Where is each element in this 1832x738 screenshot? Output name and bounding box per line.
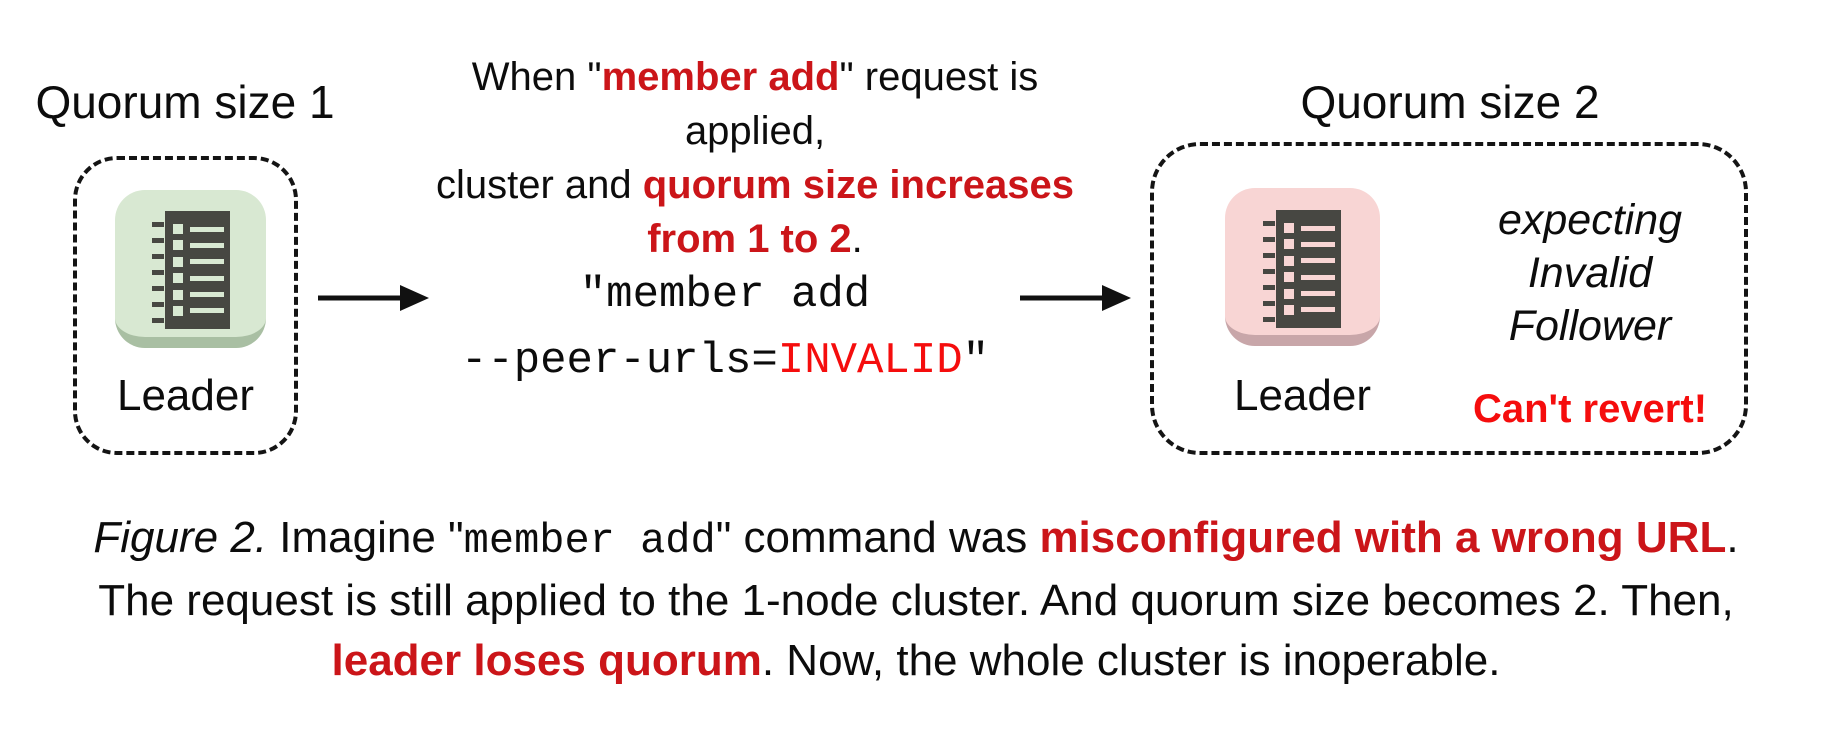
annotation-line-1: When "member add" request is applied, (471, 55, 1039, 153)
cant-revert-warning: Can't revert! (1472, 387, 1708, 431)
caption-line-2: The request is still applied to the 1-no… (98, 576, 1734, 625)
expecting-invalid-follower-note: expecting Invalid Follower (1497, 196, 1683, 350)
arrow-right-icon (318, 285, 429, 311)
right-cluster-box (1150, 142, 1748, 455)
arrow-right-icon (1020, 285, 1131, 311)
caption-line-3: leader loses quorum. Now, the whole clus… (331, 636, 1501, 685)
log-list-icon (1263, 210, 1341, 328)
command-line-2: --peer-urls=INVALID" (460, 336, 990, 386)
command-line-1: "member add (579, 270, 871, 320)
left-cluster-box (73, 156, 298, 455)
right-cluster-title: Quorum size 2 (1300, 76, 1600, 128)
left-cluster-title: Quorum size 1 (35, 76, 335, 128)
member-add-command: "member add --peer-urls=INVALID" (415, 262, 1035, 394)
left-leader-label: Leader (116, 371, 254, 420)
log-list-icon (152, 211, 230, 329)
figure-caption: Figure 2. Imagine "member add" command w… (0, 508, 1832, 691)
annotation-line-3: from 1 to 2. (647, 217, 863, 261)
annotation-line-2: cluster and quorum size increases (435, 163, 1075, 207)
right-leader-label: Leader (1233, 371, 1371, 420)
member-add-annotation: When "member add" request is applied, cl… (400, 50, 1110, 266)
caption-line-1: Figure 2. Imagine "member add" command w… (93, 513, 1739, 565)
